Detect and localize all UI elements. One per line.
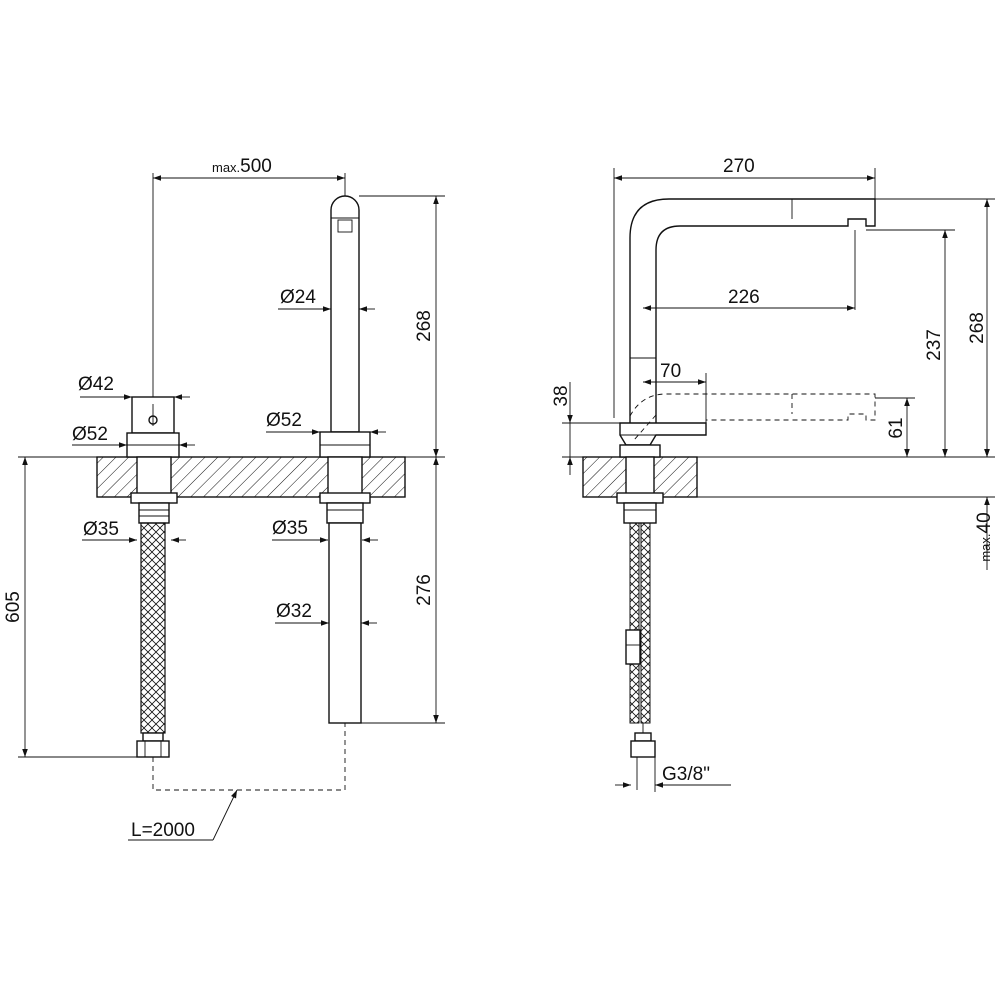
- spout-tube: [328, 522, 362, 724]
- max-reach-dimension: max.500: [212, 156, 272, 177]
- spout-side: [629, 198, 876, 426]
- handle-height-label: 38: [551, 385, 572, 406]
- hose-side-a: [629, 522, 640, 724]
- max-deck-thickness-label: max.40: [974, 512, 995, 561]
- max-reach-value: 500: [240, 156, 272, 177]
- hose-side-b: [640, 522, 651, 724]
- lowered-height-label: 61: [886, 417, 907, 438]
- handle-offset-label: 70: [660, 361, 681, 382]
- dia-handle-base-label: Ø52: [72, 424, 108, 445]
- dia-tube-label: Ø32: [276, 601, 312, 622]
- spout-front: [330, 195, 360, 433]
- dia-shank-left-label: Ø35: [83, 519, 119, 540]
- dia-spout-label: Ø24: [280, 287, 316, 308]
- handle-lever: [619, 422, 707, 446]
- hose-length-label: L=2000: [131, 820, 195, 841]
- front-view: max.500 268 276 605 Ø42 Ø52 Ø35 Ø24 Ø52: [3, 156, 445, 841]
- spout-reach-label: 226: [728, 287, 760, 308]
- side-view: 270 226 70 268 237 61 38 max.40 G3/8": [551, 156, 995, 792]
- height-above-deck-label: 268: [414, 310, 435, 342]
- max-deck-prefix: max.: [978, 533, 993, 561]
- dia-spout-base-label: Ø52: [266, 410, 302, 431]
- max-reach-prefix: max.: [212, 160, 240, 175]
- dia-shank-right-label: Ø35: [272, 518, 308, 539]
- hose-left: [140, 522, 166, 734]
- total-reach-label: 270: [723, 156, 755, 177]
- max-deck-value: 40: [974, 512, 995, 533]
- outlet-height-label: 237: [924, 329, 945, 361]
- spout-base: [319, 431, 371, 458]
- hose-drop-label: 605: [3, 591, 24, 623]
- depth-below-deck-label: 276: [414, 574, 435, 606]
- total-height-label: 268: [967, 312, 988, 344]
- dia-handle-top-label: Ø42: [78, 374, 114, 395]
- connection-thread-label: G3/8": [662, 764, 710, 785]
